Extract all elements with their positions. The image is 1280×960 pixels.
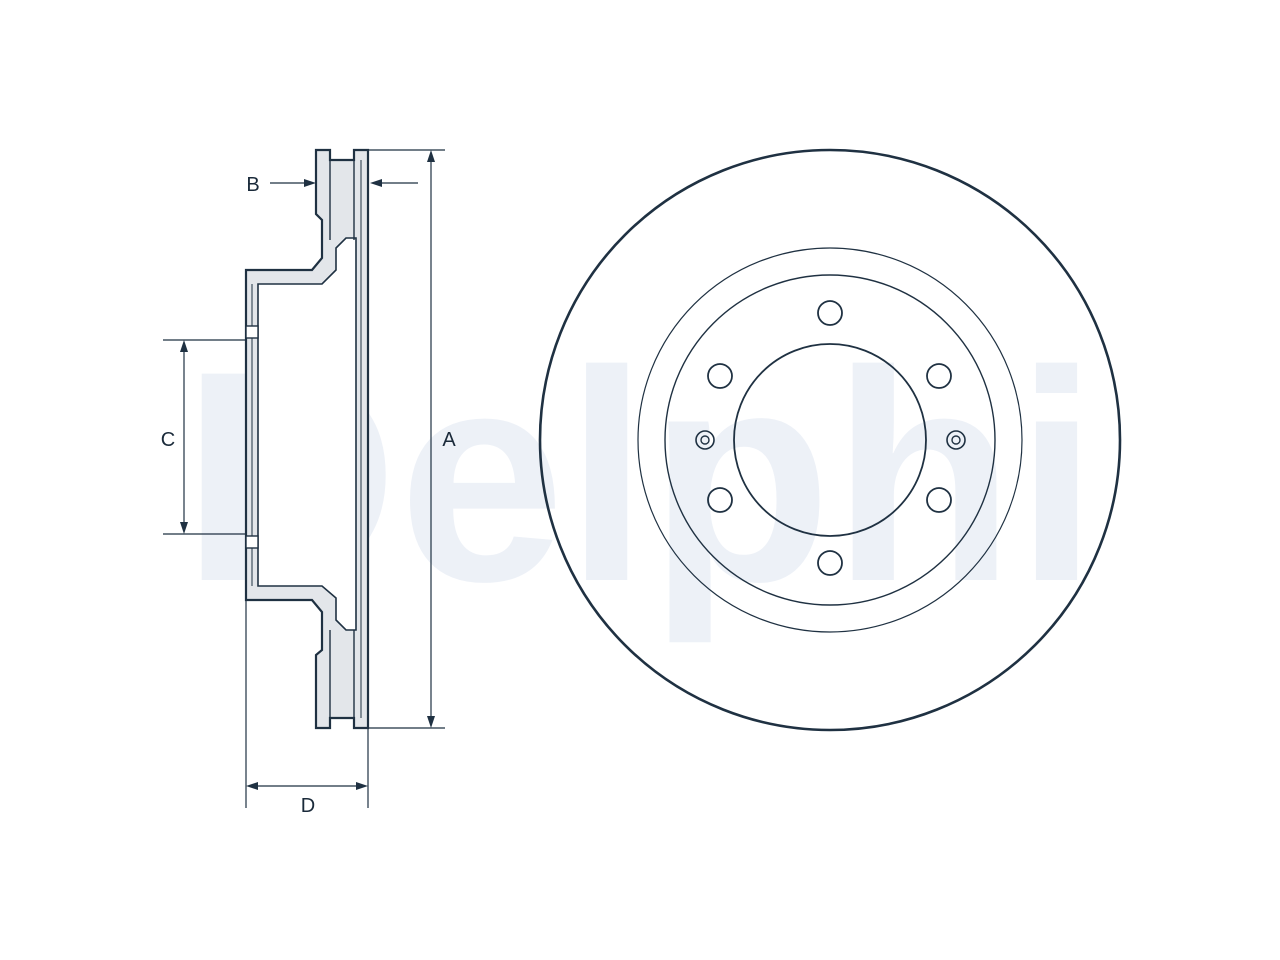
center-bore: [733, 343, 927, 537]
dimension-b: B: [246, 174, 418, 196]
stud-hole: [926, 363, 952, 389]
stud-hole-section: [245, 325, 259, 339]
disc-hat-inner: [257, 237, 357, 631]
screw-hole-outer: [695, 430, 715, 450]
dimension-c: C: [161, 339, 246, 535]
screw-hole-outer: [946, 430, 966, 450]
disc-cross-section: [244, 148, 370, 730]
stud-hole: [707, 363, 733, 389]
stud-hole: [707, 487, 733, 513]
dimension-a: A: [368, 149, 456, 729]
label-c: C: [161, 429, 175, 451]
stud-hole: [817, 300, 843, 326]
stud-hole: [926, 487, 952, 513]
screw-hole-inner: [700, 435, 710, 445]
stud-hole-section: [245, 535, 259, 549]
label-d: D: [301, 795, 315, 817]
hat-outer: [664, 274, 996, 606]
disc-outer-edge: [538, 148, 1122, 732]
friction-ring-inner: [637, 247, 1023, 633]
dimension-d: D: [245, 600, 369, 817]
screw-hole-inner: [951, 435, 961, 445]
disc-front-view: [538, 148, 1122, 732]
label-b: B: [246, 174, 259, 196]
stud-hole: [817, 550, 843, 576]
label-a: A: [442, 429, 456, 451]
